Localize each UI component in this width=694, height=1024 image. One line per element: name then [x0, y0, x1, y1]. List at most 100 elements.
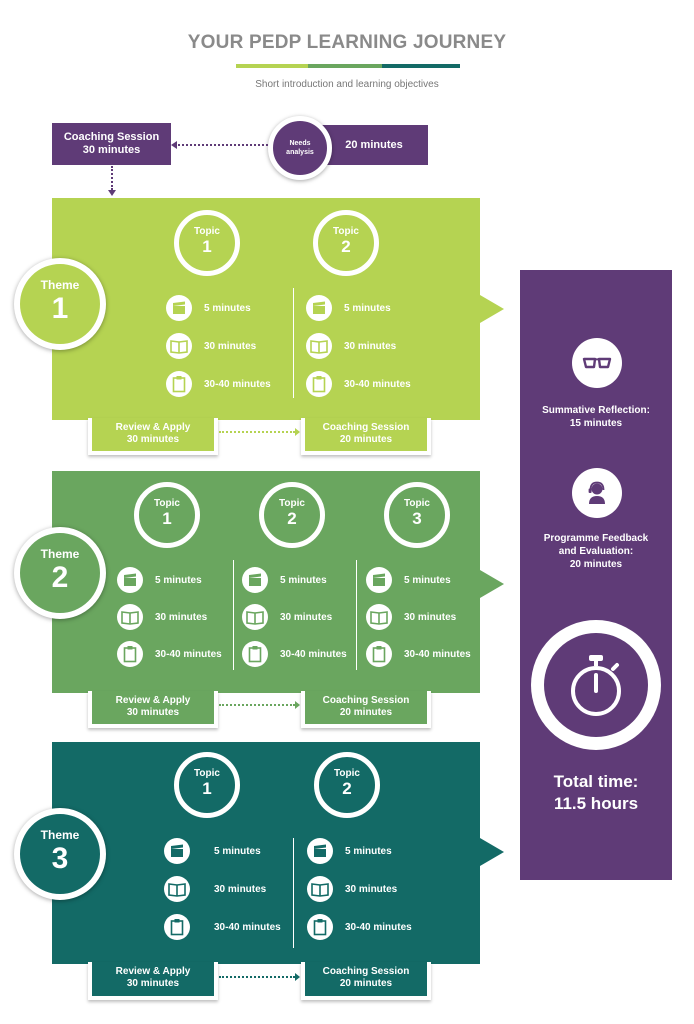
theme-2-topic-2[interactable]: Topic 2 [259, 482, 325, 548]
activity-reading[interactable]: 30 minutes [307, 876, 412, 902]
theme-3-topic-2[interactable]: Topic 2 [314, 752, 380, 818]
page-subtitle: Short introduction and learning objectiv… [255, 79, 439, 90]
activity-video[interactable]: 5 minutes [306, 295, 411, 321]
feedback-line2: and Evaluation: [558, 546, 634, 557]
activity-label: 30 minutes [280, 611, 333, 623]
topic-word: Topic [154, 498, 180, 509]
topic-word: Topic [404, 498, 430, 509]
theme-2-review-apply-tab[interactable]: Review & Apply 30 minutes [88, 691, 218, 728]
theme-1-review-apply-tab[interactable]: Review & Apply 30 minutes [88, 418, 218, 455]
theme-1-review-to-coaching-connector [219, 431, 295, 433]
activity-reading[interactable]: 30 minutes [166, 333, 271, 359]
book-icon [166, 333, 192, 359]
total-time-text: Total time: 11.5 hours [520, 771, 672, 815]
topic-word: Topic [194, 768, 220, 779]
activity-label: 30 minutes [344, 340, 397, 352]
activity-reading[interactable]: 30 minutes [366, 604, 471, 630]
activity-label: 30-40 minutes [214, 921, 281, 933]
theme-1-pointer [480, 295, 504, 323]
activity-assignment[interactable]: 30-40 minutes [307, 914, 412, 940]
theme-1-topic-2[interactable]: Topic 2 [313, 210, 379, 276]
intro-coaching-session[interactable]: Coaching Session 30 minutes [52, 123, 171, 165]
theme-2-topic-3[interactable]: Topic 3 [384, 482, 450, 548]
review-label: Review & Apply [115, 695, 191, 706]
book-icon [307, 876, 333, 902]
activity-video[interactable]: 5 minutes [242, 567, 347, 593]
activity-assignment[interactable]: 30-40 minutes [306, 371, 411, 397]
book-icon [164, 876, 190, 902]
topic-word: Topic [194, 226, 220, 237]
theme-2-word: Theme [40, 547, 80, 561]
activity-video[interactable]: 5 minutes [166, 295, 271, 321]
activity-video[interactable]: 5 minutes [117, 567, 222, 593]
stopwatch-badge [531, 620, 661, 750]
theme-3-coaching-tab[interactable]: Coaching Session 20 minutes [301, 962, 431, 1000]
video-icon [164, 838, 190, 864]
clipboard-icon [242, 641, 268, 667]
coaching-label: Coaching Session [322, 422, 410, 433]
connector-arrowhead-down [108, 190, 116, 196]
review-time: 30 minutes [126, 434, 180, 445]
coaching-time: 20 minutes [339, 434, 393, 445]
coaching-label: Coaching Session [322, 966, 410, 977]
clipboard-icon [306, 371, 332, 397]
activity-video[interactable]: 5 minutes [164, 838, 281, 864]
activity-assignment[interactable]: 30-40 minutes [164, 914, 281, 940]
topic-number: 2 [342, 779, 352, 798]
activity-assignment[interactable]: 30-40 minutes [366, 641, 471, 667]
activity-reading[interactable]: 30 minutes [164, 876, 281, 902]
intro-coaching-time: 30 minutes [82, 144, 141, 156]
theme-1-badge: Theme 1 [14, 258, 106, 350]
activity-assignment[interactable]: 30-40 minutes [166, 371, 271, 397]
page-title: YOUR PEDP LEARNING JOURNEY [187, 32, 507, 53]
book-icon [242, 604, 268, 630]
stopwatch-icon [571, 655, 621, 716]
activity-label: 5 minutes [204, 302, 251, 314]
review-time: 30 minutes [126, 978, 180, 989]
theme-2-pointer [480, 570, 504, 598]
theme-3-topic-1[interactable]: Topic 1 [174, 752, 240, 818]
theme-3-pointer [480, 838, 504, 866]
clipboard-icon [117, 641, 143, 667]
video-icon [307, 838, 333, 864]
activity-label: 5 minutes [155, 574, 202, 586]
theme-3-review-apply-tab[interactable]: Review & Apply 30 minutes [88, 962, 218, 1000]
needs-label-line2: analysis [286, 149, 314, 156]
topic-number: 2 [287, 509, 297, 528]
feedback-line1: Programme Feedback [543, 533, 649, 544]
theme-1-topic-2-activities: 5 minutes 30 minutes 30-40 minutes [306, 295, 411, 397]
activity-video[interactable]: 5 minutes [307, 838, 412, 864]
theme-3-topic-2-activities: 5 minutes 30 minutes 30-40 minutes [307, 838, 412, 940]
theme-1-number: 1 [51, 292, 69, 325]
activity-reading[interactable]: 30 minutes [117, 604, 222, 630]
theme-1-panel [52, 198, 480, 420]
activity-label: 5 minutes [344, 302, 391, 314]
video-icon [166, 295, 192, 321]
topic-number: 1 [202, 237, 212, 256]
activity-label: 30-40 minutes [280, 648, 347, 660]
feedback-line3: 20 minutes [569, 559, 623, 570]
activity-reading[interactable]: 30 minutes [306, 333, 411, 359]
clipboard-icon [366, 641, 392, 667]
theme-1-topic-1[interactable]: Topic 1 [174, 210, 240, 276]
needs-analysis-circle[interactable]: Needs analysis [268, 116, 332, 180]
clipboard-icon [307, 914, 333, 940]
theme-2-topic-1[interactable]: Topic 1 [134, 482, 200, 548]
stopwatch-inner [544, 633, 648, 737]
activity-label: 5 minutes [214, 845, 261, 857]
activity-assignment[interactable]: 30-40 minutes [117, 641, 222, 667]
activity-assignment[interactable]: 30-40 minutes [242, 641, 347, 667]
book-icon [306, 333, 332, 359]
activity-reading[interactable]: 30 minutes [242, 604, 347, 630]
theme-2-topic-2-activities: 5 minutes 30 minutes 30-40 minutes [242, 567, 347, 667]
theme-1-coaching-tab[interactable]: Coaching Session 20 minutes [301, 418, 431, 455]
clipboard-icon [164, 914, 190, 940]
theme-3-badge: Theme 3 [14, 808, 106, 900]
activity-video[interactable]: 5 minutes [366, 567, 471, 593]
theme-2-coaching-tab[interactable]: Coaching Session 20 minutes [301, 691, 431, 728]
needs-analysis-time: 20 minutes [345, 138, 403, 151]
topic-word: Topic [334, 768, 360, 779]
theme-2-connector-arrowhead [295, 701, 300, 709]
activity-label: 30-40 minutes [404, 648, 471, 660]
topic-word: Topic [333, 226, 359, 237]
